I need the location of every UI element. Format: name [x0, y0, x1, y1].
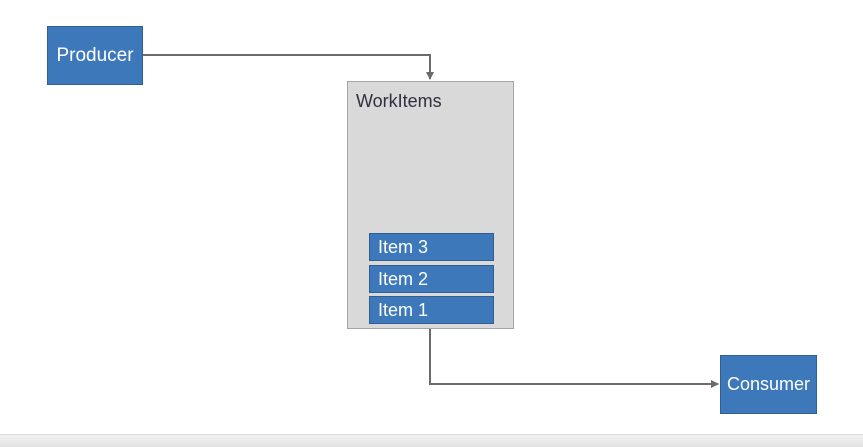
workitems-queue: WorkItems Item 3 Item 2 Item 1 [347, 81, 514, 329]
queue-item-label: Item 3 [378, 236, 429, 257]
producer-to-queue-arrow [143, 54, 434, 80]
producer-label: Producer [56, 44, 134, 66]
queue-item-2: Item 2 [369, 265, 494, 293]
consumer-node: Consumer [720, 355, 817, 414]
queue-item-1: Item 1 [369, 296, 494, 324]
queue-title: WorkItems [356, 91, 442, 111]
consumer-label: Consumer [726, 374, 811, 394]
queue-to-consumer-arrow [429, 329, 719, 388]
queue-item-3: Item 3 [369, 233, 494, 261]
queue-item-label: Item 1 [378, 299, 429, 320]
queue-item-label: Item 2 [378, 268, 429, 289]
producer-node: Producer [47, 26, 143, 85]
bottom-bar [0, 434, 863, 447]
